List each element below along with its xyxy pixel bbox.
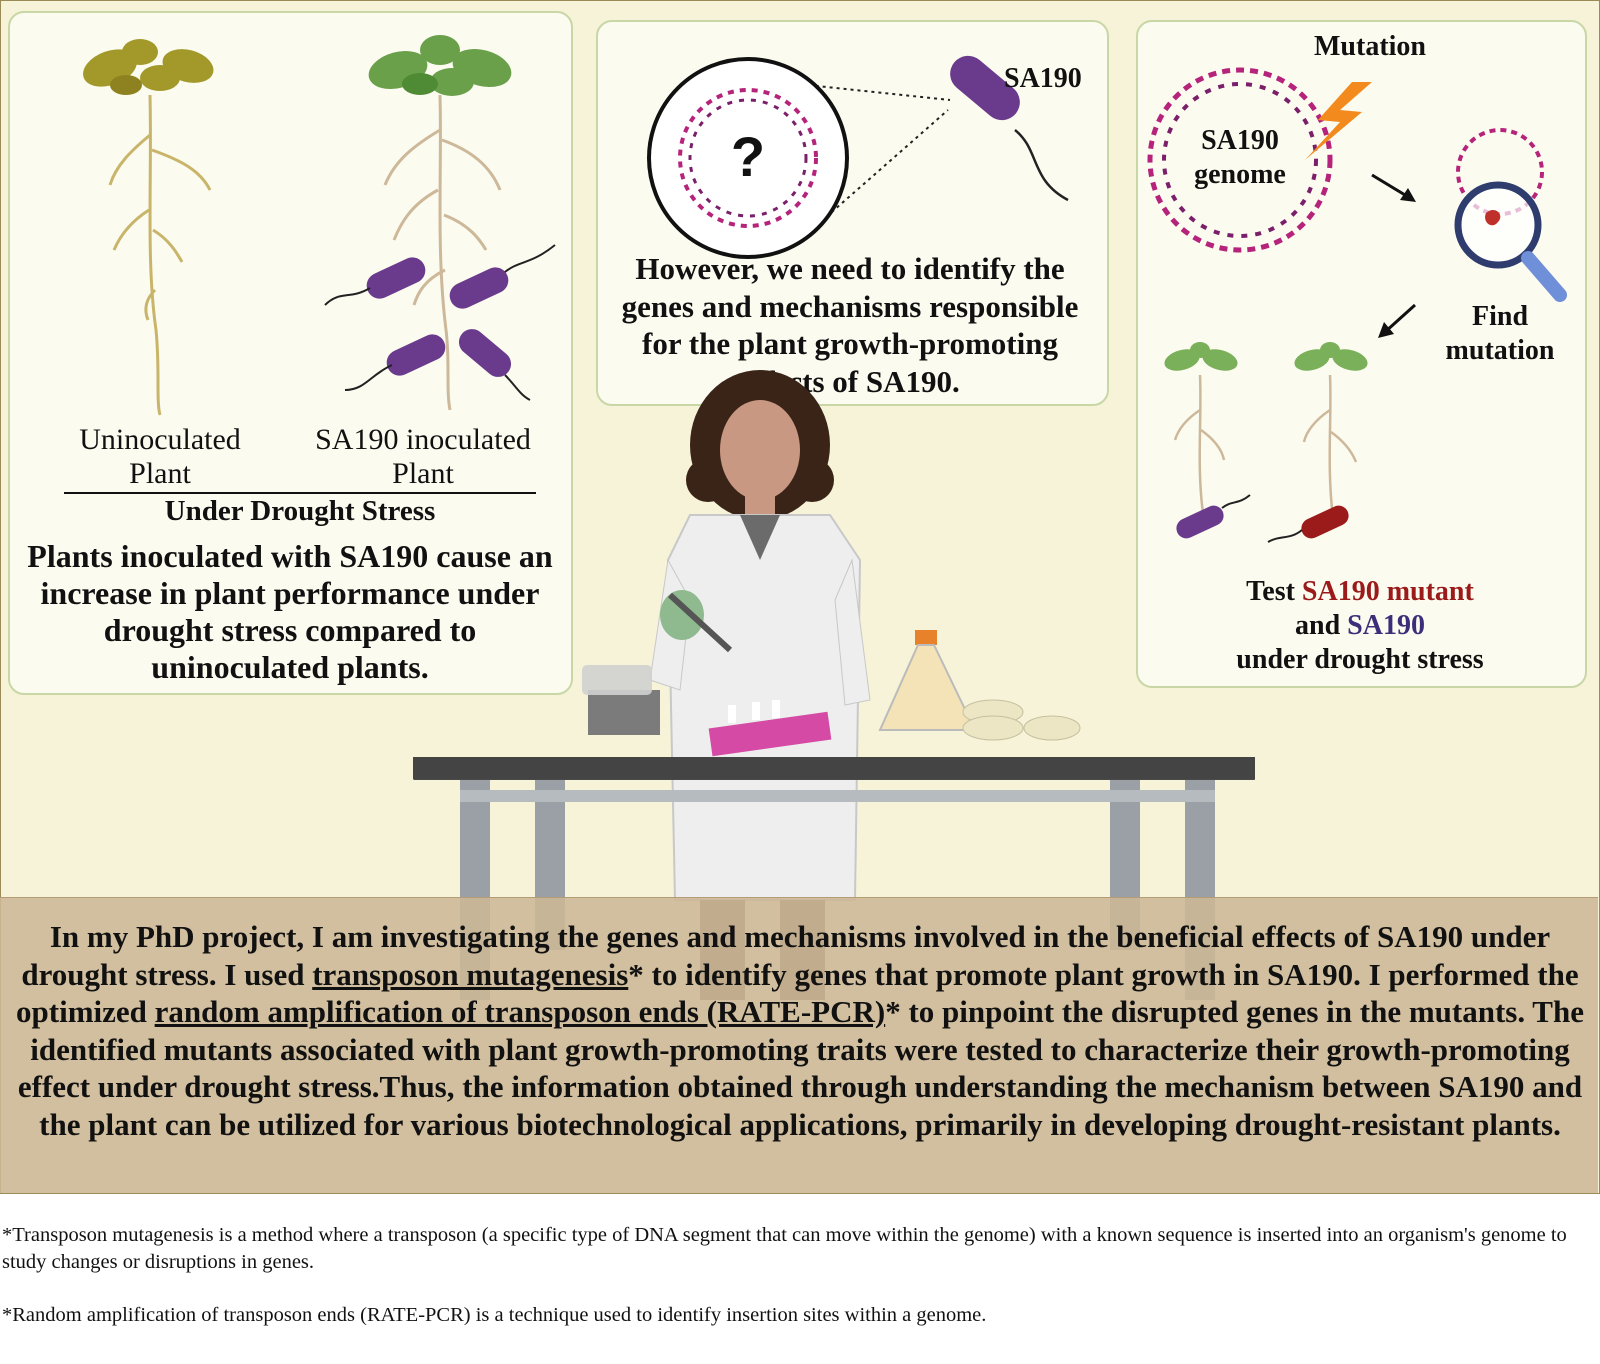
summary-part1: In my PhD project, I am investigating th… bbox=[21, 919, 1551, 992]
term-rate-pcr: random amplification of transposon ends … bbox=[154, 994, 886, 1029]
summary-part3: * to pinpoint the disrupted genes in the… bbox=[17, 994, 1584, 1142]
sa190-label: SA190 bbox=[1347, 610, 1425, 641]
inoculated-label-line1: SA190 inoculated bbox=[315, 423, 531, 456]
footnote-rate-pcr: *Random amplification of transposon ends… bbox=[2, 1304, 987, 1326]
uninoculated-label: Uninoculated Plant bbox=[60, 423, 260, 491]
project-summary: In my PhD project, I am investigating th… bbox=[8, 918, 1592, 1143]
find-label-line2: mutation bbox=[1445, 335, 1555, 366]
uninoculated-label-line1: Uninoculated bbox=[79, 423, 241, 456]
question-mark: ? bbox=[730, 125, 766, 188]
mutation-label: Mutation bbox=[1314, 31, 1426, 62]
test-caption-line3: under drought stress bbox=[1236, 644, 1484, 675]
genome-label-line1: SA190 bbox=[1201, 125, 1279, 156]
summary-part2: * to identify genes that promote plant g… bbox=[16, 956, 1579, 1030]
inoculated-label-line2: Plant bbox=[392, 457, 454, 490]
inoculated-label: SA190 inoculated Plant bbox=[298, 423, 548, 491]
find-label-line1: Find bbox=[1471, 301, 1529, 332]
divider-line bbox=[64, 492, 536, 494]
term-transposon-mutagenesis: transposon mutagenesis bbox=[312, 956, 629, 992]
test-caption-line1: Test SA190 mutant bbox=[1246, 576, 1474, 607]
sa190-bacterium-label: SA190 bbox=[1004, 63, 1082, 94]
sa190-mutant-label: SA190 mutant bbox=[1301, 576, 1474, 607]
footnote-transposon: *Transposon mutagenesis is a method wher… bbox=[2, 1224, 1567, 1273]
uninoculated-label-line2: Plant bbox=[129, 457, 191, 490]
genome-label-line2: genome bbox=[1194, 159, 1286, 190]
genome-label: SA190 genome bbox=[1180, 124, 1300, 192]
panel-left-caption: Plants inoculated with SA190 cause an in… bbox=[27, 538, 553, 685]
find-mutation-label: Find mutation bbox=[1430, 300, 1570, 368]
summary-band bbox=[0, 897, 1598, 1193]
drought-condition-label: Under Drought Stress bbox=[164, 495, 436, 527]
panel-middle-caption: However, we need to identify the genes a… bbox=[621, 251, 1079, 399]
test-caption-line2: and SA190 bbox=[1295, 610, 1425, 641]
test-caption: Test SA190 mutant and SA190 under drough… bbox=[1140, 575, 1580, 677]
